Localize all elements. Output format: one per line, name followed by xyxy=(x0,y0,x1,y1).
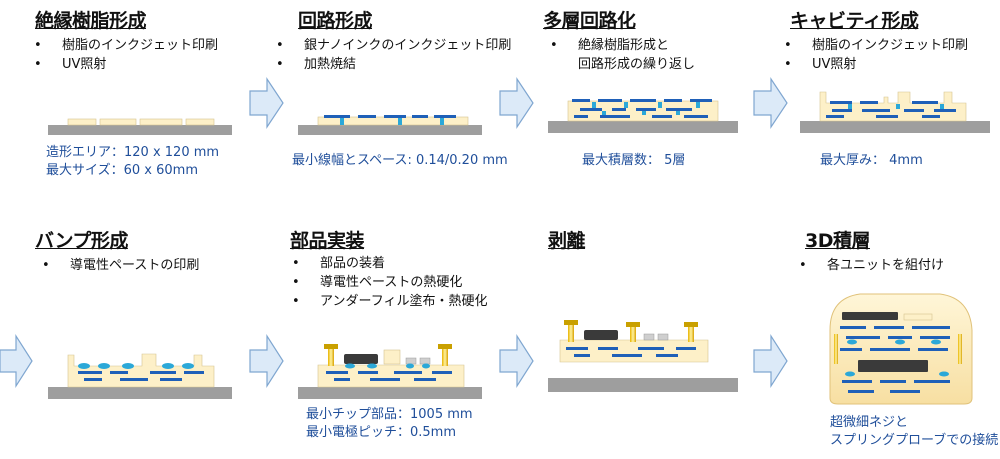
spec-line: 最大サイズ：60 x 60mm xyxy=(46,163,198,178)
spec-line: スプリングプローブでの接続 xyxy=(830,433,999,448)
bullet-item: UV照射 xyxy=(30,55,218,74)
step-title-2: 回路形成 xyxy=(298,10,373,32)
step-title-3: 多層回路化 xyxy=(543,10,636,32)
spec-line: 最大厚み： 4mm xyxy=(820,153,923,168)
spec-line: 最小チップ部品：1005 mm xyxy=(306,407,473,422)
bullet-item: 導電性ペーストの印刷 xyxy=(38,256,199,275)
bullet-item: 部品の装着 xyxy=(288,254,487,273)
step-title-7: 剥離 xyxy=(548,230,586,252)
bullet-item: 樹脂のインクジェット印刷 xyxy=(780,36,968,55)
spec-line: 最大積層数： 5層 xyxy=(582,153,686,168)
spec-line: 最小電極ピッチ：0.5mm xyxy=(306,425,457,440)
bullet-continuation: 回路形成の繰り返し xyxy=(578,57,696,72)
bullet-item: UV照射 xyxy=(780,55,968,74)
step-title-6: 部品実装 xyxy=(290,230,365,252)
step-2-spec: 最小線幅とスペース: 0.14/0.20 mm xyxy=(292,152,508,170)
illustration-3d-stack xyxy=(829,293,973,405)
bullet-item: アンダーフィル塗布・熱硬化 xyxy=(288,292,487,311)
illustration-multilayer xyxy=(548,99,738,133)
step-3-spec: 最大積層数： 5層 xyxy=(582,152,685,170)
illustration-bumps xyxy=(48,353,232,399)
step-title-4: キャビティ形成 xyxy=(790,10,919,32)
bullet-item: 絶縁樹脂形成と xyxy=(546,36,695,55)
step-title-5: バンプ形成 xyxy=(35,230,128,252)
illustration-peeling xyxy=(548,320,738,392)
step-6-bullets: 部品の装着 導電性ペーストの熱硬化 アンダーフィル塗布・熱硬化 xyxy=(288,254,487,311)
step-4-bullets: 樹脂のインクジェット印刷 UV照射 xyxy=(780,36,968,74)
spec-line: 造形エリア：120 x 120 mm xyxy=(46,145,220,160)
illustration-component-mounting xyxy=(298,344,482,399)
spec-line: 最小線幅とスペース: 0.14/0.20 mm xyxy=(292,153,508,168)
step-1-spec: 造形エリア：120 x 120 mm 最大サイズ：60 x 60mm xyxy=(46,144,219,180)
illustration-cavity xyxy=(800,91,990,133)
step-2-bullets: 銀ナノインクのインクジェット印刷 加熱焼結 xyxy=(272,36,511,74)
step-1-bullets: 樹脂のインクジェット印刷 UV照射 xyxy=(30,36,218,74)
step-8-bullets: 各ユニットを組付け xyxy=(795,256,944,275)
step-title-8: 3D積層 xyxy=(805,230,871,252)
illustration-circuit-forming xyxy=(298,115,482,135)
bullet-item: 樹脂のインクジェット印刷 xyxy=(30,36,218,55)
bullet-item: 加熱焼結 xyxy=(272,55,511,74)
step-4-spec: 最大厚み： 4mm xyxy=(820,152,923,170)
arrow-icon xyxy=(0,77,788,389)
spec-line: 超微細ネジと xyxy=(830,415,909,430)
step-5-bullets: 導電性ペーストの印刷 xyxy=(38,256,199,275)
illustration-resin-printing xyxy=(48,118,232,135)
step-title-1: 絶縁樹脂形成 xyxy=(35,10,147,32)
step-6-spec: 最小チップ部品：1005 mm 最小電極ピッチ：0.5mm xyxy=(306,406,473,442)
bullet-item: 銀ナノインクのインクジェット印刷 xyxy=(272,36,511,55)
bullet-item: 各ユニットを組付け xyxy=(795,256,944,275)
step-3-bullets: 絶縁樹脂形成と 回路形成の繰り返し xyxy=(546,36,695,74)
bullet-item: 導電性ペーストの熱硬化 xyxy=(288,273,487,292)
step-8-spec: 超微細ネジと スプリングプローブでの接続 xyxy=(830,414,998,450)
